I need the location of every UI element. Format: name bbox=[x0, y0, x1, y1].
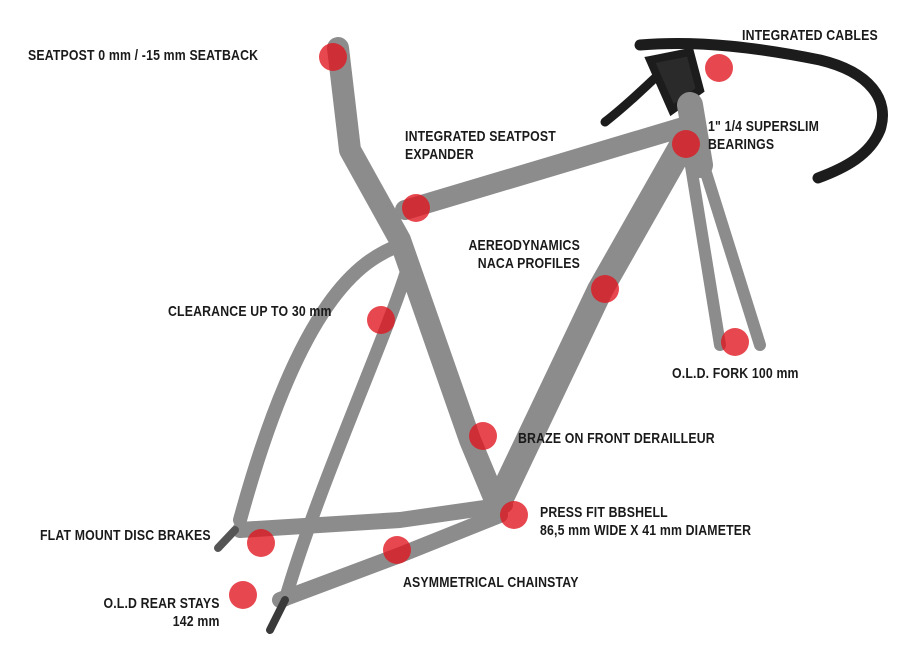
marker-seatpost[interactable] bbox=[319, 43, 347, 71]
marker-bbshell[interactable] bbox=[500, 501, 528, 529]
label-text: EXPANDER bbox=[405, 146, 474, 163]
label-text: INTEGRATED CABLES bbox=[742, 27, 878, 44]
label-chainstay: ASYMMETRICAL CHAINSTAY bbox=[403, 574, 579, 592]
label-cables: INTEGRATED CABLES bbox=[742, 27, 878, 45]
label-text: PRESS FIT BBSHELL bbox=[540, 504, 668, 521]
label-text: BRAZE ON FRONT DERAILLEUR bbox=[518, 430, 715, 447]
label-text: CLEARANCE UP TO 30 mm bbox=[168, 303, 332, 320]
label-text: FLAT MOUNT DISC BRAKES bbox=[40, 527, 211, 544]
marker-clearance[interactable] bbox=[367, 306, 395, 334]
label-text: BEARINGS bbox=[708, 136, 775, 153]
label-fork: O.L.D. FORK 100 mm bbox=[672, 365, 799, 383]
label-text: AEREODYNAMICS bbox=[468, 237, 580, 254]
handlebar bbox=[600, 37, 888, 184]
marker-disc[interactable] bbox=[247, 529, 275, 557]
feature-markers bbox=[229, 43, 749, 609]
marker-rear-stays[interactable] bbox=[229, 581, 257, 609]
marker-chainstay[interactable] bbox=[383, 536, 411, 564]
marker-fork[interactable] bbox=[721, 328, 749, 356]
label-clearance: CLEARANCE UP TO 30 mm bbox=[168, 303, 332, 321]
marker-aero[interactable] bbox=[591, 275, 619, 303]
label-text: O.L.D REAR STAYS bbox=[103, 595, 220, 612]
label-text: INTEGRATED SEATPOST bbox=[405, 128, 556, 145]
marker-bearings[interactable] bbox=[672, 130, 700, 158]
marker-expander[interactable] bbox=[402, 194, 430, 222]
label-text: NACA PROFILES bbox=[477, 255, 580, 272]
label-text: 142 mm bbox=[173, 613, 220, 630]
label-text: ASYMMETRICAL CHAINSTAY bbox=[403, 574, 579, 591]
marker-cables[interactable] bbox=[705, 54, 733, 82]
label-text: SEATPOST 0 mm / -15 mm SEATBACK bbox=[28, 47, 259, 64]
label-text: O.L.D. FORK 100 mm bbox=[672, 365, 799, 382]
label-disc: FLAT MOUNT DISC BRAKES bbox=[40, 527, 211, 545]
label-text: 86,5 mm WIDE X 41 mm DIAMETER bbox=[540, 522, 752, 539]
label-braze: BRAZE ON FRONT DERAILLEUR bbox=[518, 430, 715, 448]
label-text: 1" 1/4 SUPERSLIM bbox=[708, 118, 819, 135]
label-seatpost: SEATPOST 0 mm / -15 mm SEATBACK bbox=[28, 47, 258, 65]
marker-braze[interactable] bbox=[469, 422, 497, 450]
